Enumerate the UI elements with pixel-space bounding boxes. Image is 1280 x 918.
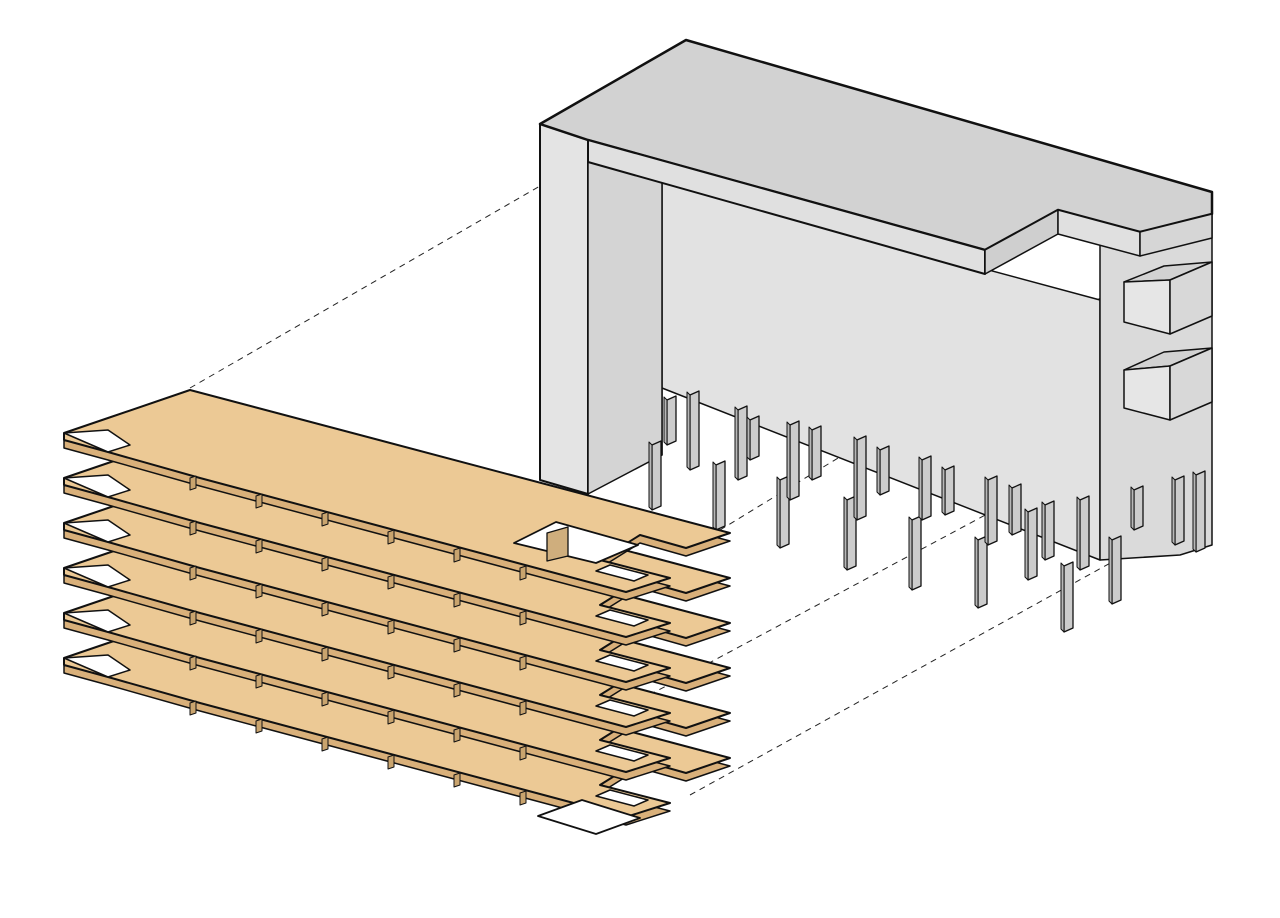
shell-column-15: [941, 465, 955, 516]
bearing-wall: [387, 619, 395, 635]
bearing-wall: [189, 655, 197, 671]
opening-core: [546, 526, 569, 562]
floor-plate-notch: [63, 609, 131, 633]
shell-column-20: [1041, 500, 1055, 561]
shell-column-18: [1008, 483, 1022, 536]
shell-column-6: [746, 415, 760, 461]
shell-column-9: [808, 425, 822, 481]
floor-plate-notch: [63, 429, 131, 453]
shell-column-24: [1130, 485, 1144, 531]
side-box-lower: [1123, 347, 1213, 421]
shell-roof-right-edge: [1139, 213, 1213, 257]
bearing-wall: [255, 583, 263, 599]
bearing-wall: [189, 565, 197, 581]
bearing-wall: [255, 538, 263, 554]
shell-column-21: [1060, 561, 1074, 633]
bottom-plate-opening: [537, 799, 641, 835]
bearing-wall: [255, 718, 263, 734]
structural-shell: [538, 38, 1214, 633]
shell-column-26: [1192, 470, 1206, 553]
floor-plate-void: [595, 744, 649, 762]
top-plate-opening: [513, 521, 639, 564]
bearing-wall: [453, 682, 461, 698]
bearing-wall: [255, 493, 263, 509]
floor-plate-void: [595, 609, 649, 627]
floor-plate-void: [595, 654, 649, 672]
shell-columns: [648, 390, 1206, 633]
bearing-wall: [519, 565, 527, 581]
bearing-wall: [453, 772, 461, 788]
bearing-wall: [189, 520, 197, 536]
bearing-wall: [255, 673, 263, 689]
bearing-wall: [387, 529, 395, 545]
bearing-wall: [255, 628, 263, 644]
bearing-wall: [189, 610, 197, 626]
shell-column-3: [686, 390, 700, 471]
bearing-wall: [453, 592, 461, 608]
bearing-wall: [453, 727, 461, 743]
bearing-wall: [321, 601, 329, 617]
shell-column-16: [974, 535, 988, 609]
bearing-wall: [387, 754, 395, 770]
floor-plate-notch: [63, 654, 131, 678]
shell-left-pier-front: [539, 123, 589, 495]
bearing-wall: [321, 691, 329, 707]
bearing-wall: [321, 736, 329, 752]
shell-column-5: [734, 405, 748, 481]
shell-column-19: [1024, 507, 1038, 581]
shell-column-8: [786, 420, 800, 501]
bearing-wall: [189, 475, 197, 491]
bearing-wall: [321, 646, 329, 662]
floor-plate-void: [595, 789, 649, 807]
shell-column-1: [648, 440, 662, 511]
shell-column-25: [1171, 475, 1185, 546]
floor-plate-void: [595, 564, 649, 582]
bearing-wall: [519, 790, 527, 806]
bearing-wall: [519, 655, 527, 671]
side-box-upper: [1123, 261, 1213, 335]
bearing-wall: [189, 700, 197, 716]
bearing-wall: [387, 574, 395, 590]
shell-column-11: [853, 435, 867, 521]
shell-column-2: [663, 395, 677, 446]
bearing-wall: [519, 745, 527, 761]
floor-plate-notch: [63, 474, 131, 498]
shell-column-4: [712, 460, 726, 531]
bearing-wall: [387, 709, 395, 725]
shell-column-22: [1076, 495, 1090, 571]
bearing-wall: [387, 664, 395, 680]
bearing-wall: [519, 610, 527, 626]
projection-line-1: [189, 159, 586, 389]
bearing-wall: [519, 700, 527, 716]
shell-column-17: [984, 475, 998, 546]
bearing-wall: [453, 637, 461, 653]
floor-plate-void: [595, 699, 649, 717]
floor-plate-notch: [63, 519, 131, 543]
bearing-wall: [453, 547, 461, 563]
bearing-wall: [321, 511, 329, 527]
bearing-wall: [321, 556, 329, 572]
floor-plate-notch: [63, 564, 131, 588]
shell-column-12: [876, 445, 890, 496]
floor-plates: [63, 389, 731, 835]
shell-column-23: [1108, 535, 1122, 605]
shell-column-13: [908, 515, 922, 591]
shell-column-14: [918, 455, 932, 521]
